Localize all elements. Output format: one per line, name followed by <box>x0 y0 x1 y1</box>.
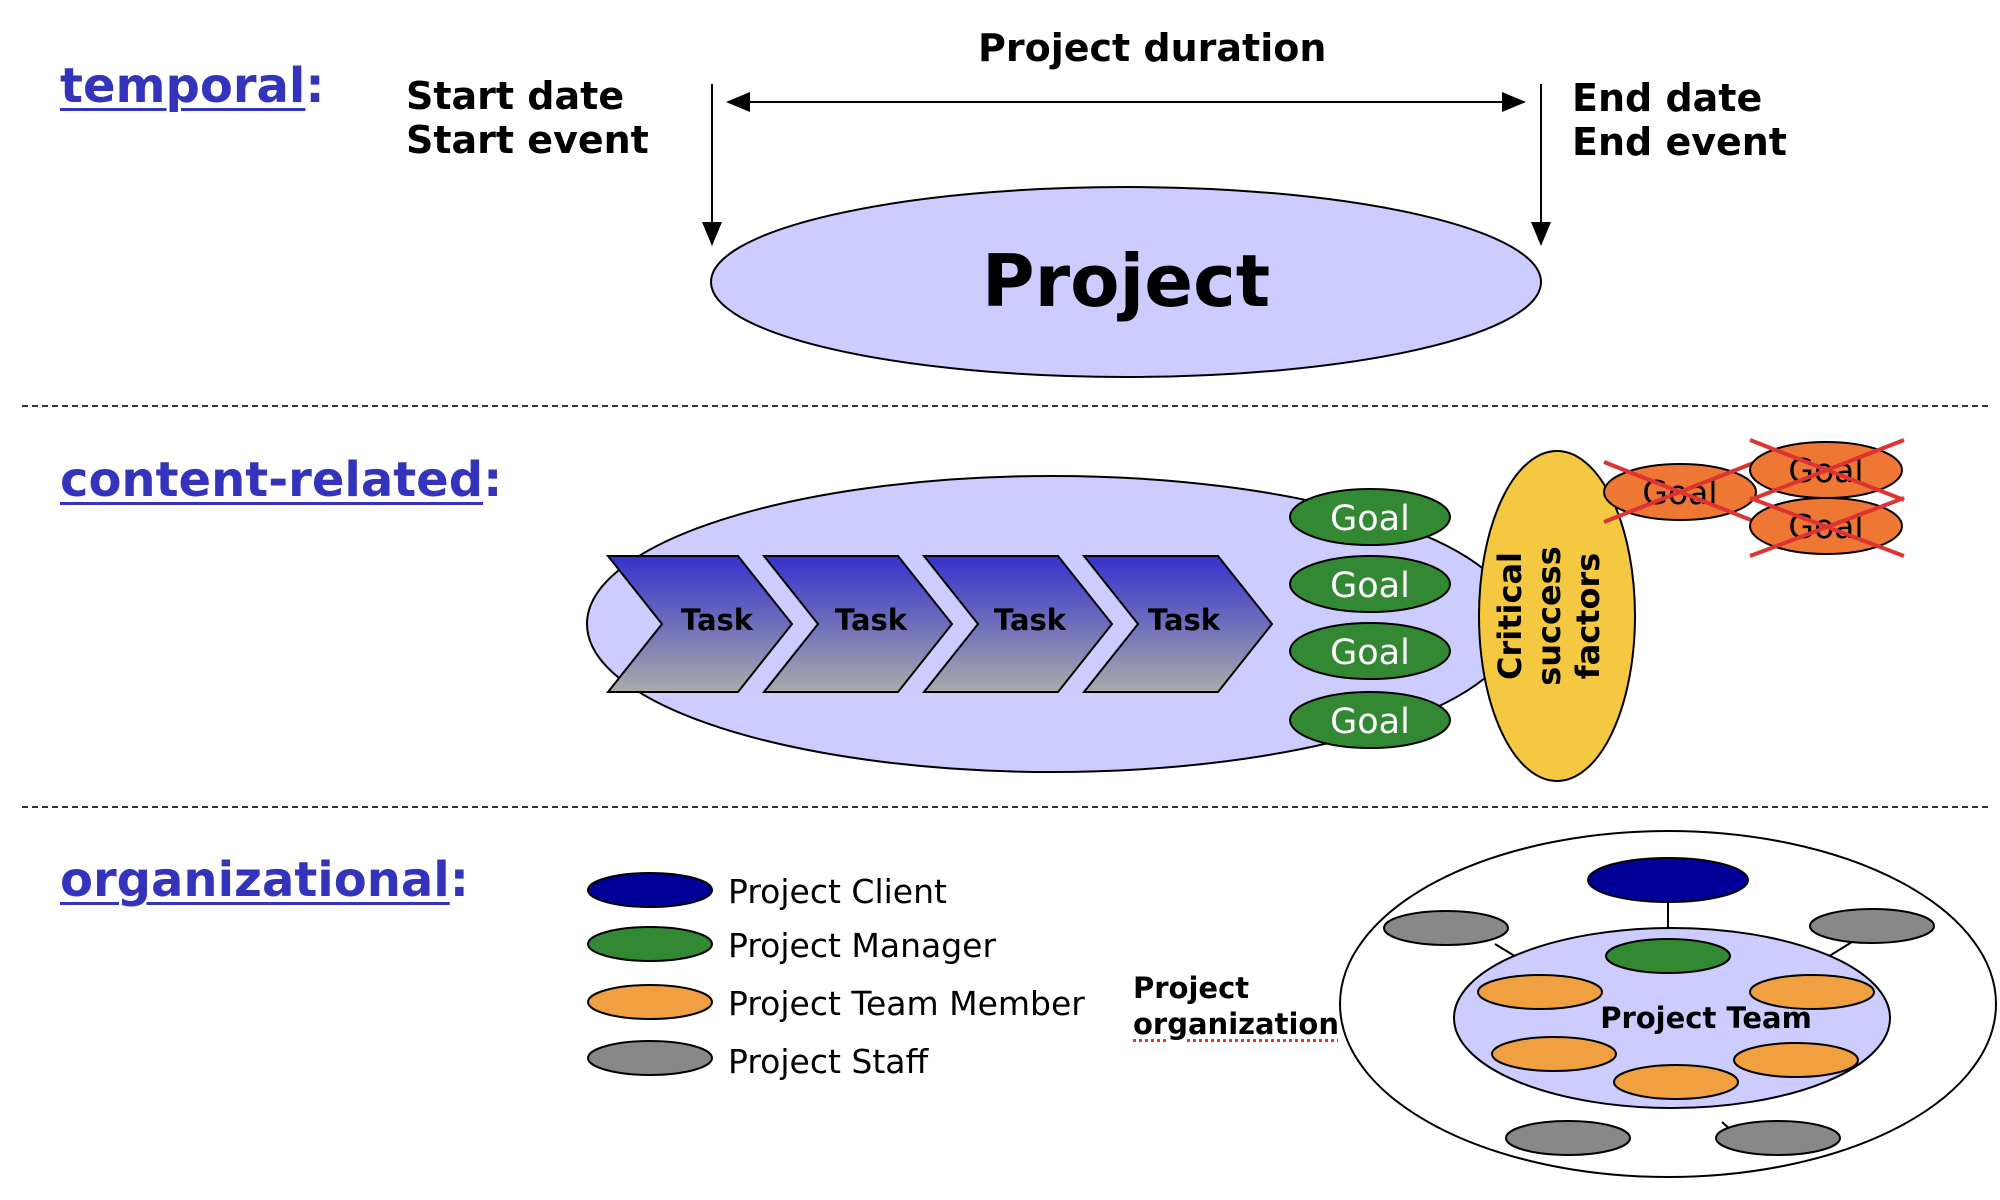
csf-line: Critical <box>1491 552 1529 680</box>
start-date-label: Start date <box>406 74 625 118</box>
project-organization-line1: Project <box>1133 971 1250 1005</box>
project-duration-label: Project duration <box>978 26 1327 70</box>
goal-ellipse: Goal <box>1289 622 1451 680</box>
project-team-member-node <box>1749 974 1875 1010</box>
project-staff-node <box>1715 1120 1841 1156</box>
section-title-content-related-text: content-related <box>60 452 484 508</box>
task-label: Task <box>1148 603 1221 637</box>
section-title-colon: : <box>449 852 469 908</box>
project-team-member-node <box>1477 974 1603 1010</box>
section-title-content-related: content-related: <box>60 452 502 508</box>
task-label: Task <box>994 603 1067 637</box>
legend-swatch-staff <box>587 1040 713 1076</box>
goal-label: Goal <box>1330 566 1410 606</box>
project-team-member-node <box>1491 1036 1617 1072</box>
end-date-label: End date <box>1572 76 1763 120</box>
section-title-temporal: temporal: <box>60 58 325 114</box>
csf-line: success <box>1530 546 1568 686</box>
divider-top <box>22 405 1988 407</box>
task-chevron: Task <box>761 555 954 693</box>
section-title-colon: : <box>305 58 325 114</box>
legend-label-client: Project Client <box>728 872 947 911</box>
goal-ellipse: Goal <box>1289 691 1451 749</box>
legend-swatch-team-member <box>587 984 713 1020</box>
task-label: Task <box>681 603 754 637</box>
start-event-label: Start event <box>406 118 649 162</box>
goal-label: Goal <box>1330 499 1410 539</box>
project-label: Project <box>982 239 1270 323</box>
project-staff-node <box>1505 1120 1631 1156</box>
goal-label: Goal <box>1330 702 1410 742</box>
cross-out-icon <box>1749 496 1905 558</box>
task-chevron: Task <box>605 555 794 693</box>
end-event-label: End event <box>1572 120 1787 164</box>
csf-line: factors <box>1569 553 1607 680</box>
crossed-goal: Goal <box>1603 460 1757 524</box>
project-team-member-node <box>1733 1042 1859 1078</box>
project-client-node <box>1587 857 1749 903</box>
crossed-goal: Goal <box>1749 496 1905 558</box>
project-ellipse <box>710 186 1542 378</box>
project-staff-node <box>1809 908 1935 944</box>
critical-success-factors: Critical success factors <box>1478 450 1636 782</box>
legend-label-team-member: Project Team Member <box>728 984 1085 1023</box>
cross-out-icon <box>1603 460 1757 524</box>
legend-swatch-manager <box>587 926 713 962</box>
goal-ellipse: Goal <box>1289 555 1451 613</box>
section-title-organizational: organizational: <box>60 852 469 908</box>
cross-out-icon <box>1749 438 1905 502</box>
section-title-organizational-text: organizational <box>60 852 450 908</box>
section-title-temporal-text: temporal <box>60 58 306 114</box>
task-label: Task <box>835 603 908 637</box>
project-organization-label: Project organization <box>1133 970 1339 1042</box>
section-title-colon: : <box>483 452 503 508</box>
task-chevron: Task <box>921 555 1114 693</box>
goal-label: Goal <box>1330 633 1410 673</box>
project-staff-node <box>1383 910 1509 946</box>
legend-swatch-client <box>587 872 713 908</box>
goal-ellipse: Goal <box>1289 488 1451 546</box>
task-chevron: Task <box>1081 555 1274 693</box>
project-manager-node <box>1605 938 1731 974</box>
project-team-member-node <box>1613 1064 1739 1100</box>
legend-label-manager: Project Manager <box>728 926 997 965</box>
divider-bottom <box>22 806 1988 808</box>
crossed-goal: Goal <box>1749 438 1905 502</box>
legend-label-staff: Project Staff <box>728 1042 929 1081</box>
project-organization-line2: organization <box>1133 1007 1339 1041</box>
